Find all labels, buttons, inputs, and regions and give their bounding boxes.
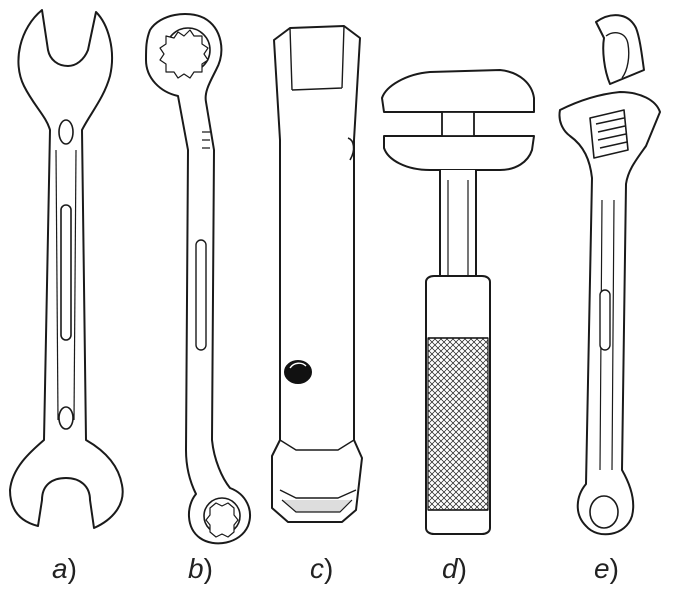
tool-label-a: a): [52, 555, 77, 583]
tool-letter: c: [310, 553, 324, 584]
tubular-box-wrench-icon: [271, 25, 363, 523]
tool-label-c: c): [310, 555, 333, 583]
double-open-end-wrench-icon: [9, 9, 124, 529]
tool-label-d: d): [442, 555, 467, 583]
tool-label-e: e): [594, 555, 619, 583]
tool-letter: b: [188, 553, 204, 584]
label-paren: ): [324, 553, 334, 584]
label-paren: ): [609, 553, 619, 584]
label-paren: ): [203, 553, 213, 584]
adjustable-wrench-icon: [558, 14, 661, 536]
tool-label-b: b): [188, 555, 213, 583]
offset-ring-wrench-icon: [145, 13, 251, 545]
label-paren: ): [67, 553, 77, 584]
label-paren: ): [457, 553, 467, 584]
monkey-wrench-icon: [381, 69, 535, 535]
tool-letter: d: [442, 553, 458, 584]
tool-letter: e: [594, 553, 610, 584]
tool-letter: a: [52, 553, 68, 584]
